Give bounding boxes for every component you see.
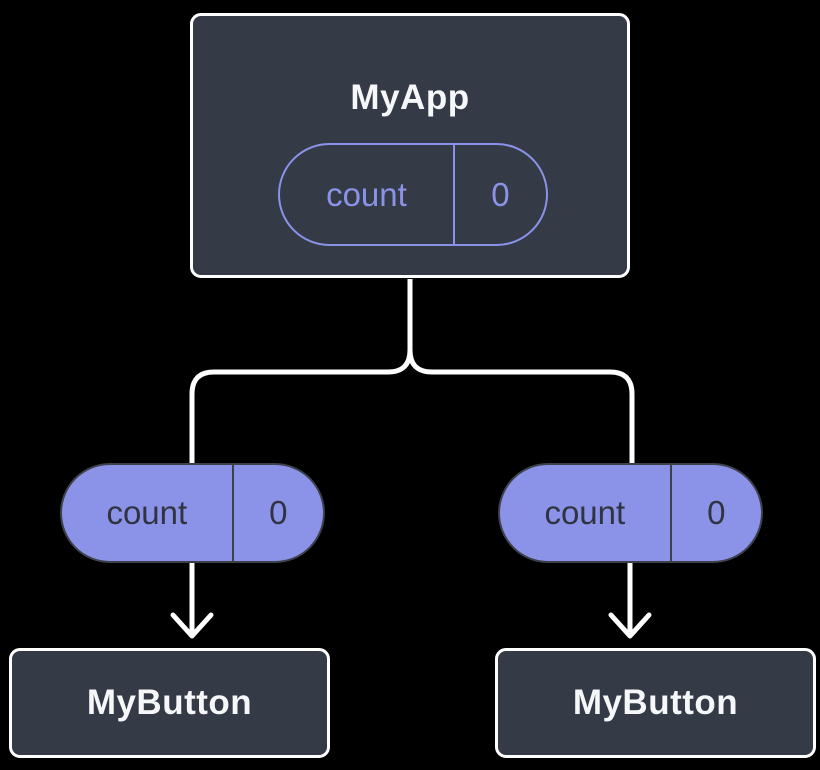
prop-value: 0 bbox=[269, 494, 288, 531]
state-value: 0 bbox=[491, 175, 510, 213]
tree-branch-right bbox=[407, 279, 635, 466]
node-title-myapp: MyApp bbox=[350, 78, 470, 117]
prop-name: count bbox=[62, 465, 234, 561]
node-title-mybutton: MyButton bbox=[572, 683, 739, 722]
node-title-mybutton: MyButton bbox=[86, 683, 253, 722]
arrowhead-down-icon bbox=[170, 612, 214, 639]
state-name: count bbox=[280, 145, 455, 244]
prop-pill-left: count 0 bbox=[60, 463, 325, 563]
tree-branch-left bbox=[189, 279, 413, 466]
prop-pill-right: count 0 bbox=[498, 463, 763, 563]
node-mybutton-left: MyButton bbox=[9, 648, 330, 758]
state-pill-myapp: count 0 bbox=[278, 143, 548, 246]
node-myapp: MyApp count 0 bbox=[190, 13, 630, 278]
prop-name: count bbox=[500, 465, 672, 561]
prop-value: 0 bbox=[707, 494, 726, 531]
node-mybutton-right: MyButton bbox=[495, 648, 816, 758]
arrowhead-down-icon bbox=[608, 612, 652, 639]
